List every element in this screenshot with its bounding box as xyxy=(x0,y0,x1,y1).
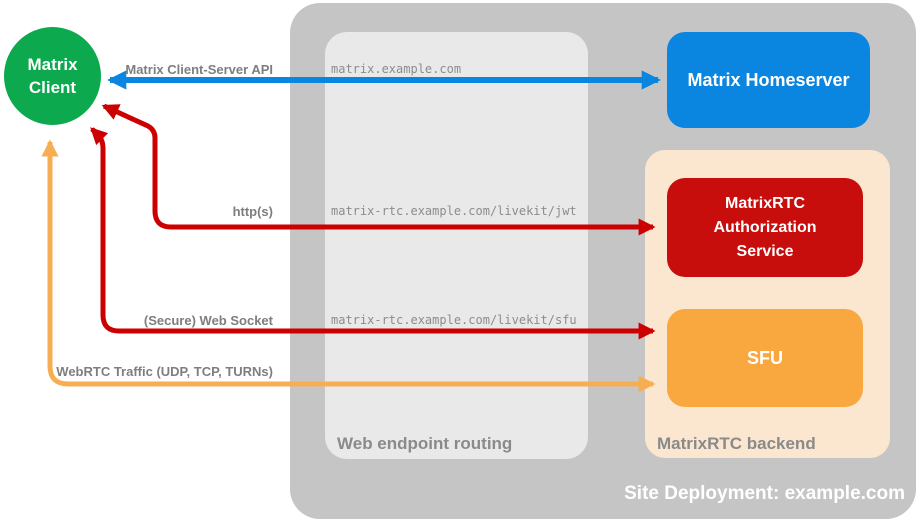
arrow-websocket-sfu xyxy=(90,127,656,340)
label-https: http(s) xyxy=(232,204,273,219)
matrixrtc-backend-caption: MatrixRTC backend xyxy=(657,434,816,453)
endpoint-livekit-sfu: matrix-rtc.example.com/livekit/sfu xyxy=(331,313,577,327)
matrixrtc-auth-service-label: MatrixRTC Authorization Service xyxy=(713,194,817,260)
web-endpoint-routing-caption: Web endpoint routing xyxy=(337,434,513,453)
label-websocket: (Secure) Web Socket xyxy=(143,313,273,328)
matrix-homeserver-label: Matrix Homeserver xyxy=(687,69,850,90)
matrixrtc-auth-service-node: MatrixRTC Authorization Service xyxy=(667,178,863,277)
matrix-homeserver-node: Matrix Homeserver xyxy=(667,32,870,128)
arrow-webrtc-traffic xyxy=(41,139,656,393)
label-webrtc-traffic: WebRTC Traffic (UDP, TCP, TURNs) xyxy=(56,364,273,379)
site-deployment-caption: Site Deployment: example.com xyxy=(624,483,905,504)
sfu-label: SFU xyxy=(747,347,783,368)
matrix-client-label-line2: Client xyxy=(28,78,77,97)
sfu-node: SFU xyxy=(667,309,863,407)
matrix-client-node: Matrix Client xyxy=(4,27,101,125)
matrix-client-label-line1: Matrix xyxy=(27,55,78,74)
endpoint-matrix-example-com: matrix.example.com xyxy=(331,62,462,76)
endpoint-livekit-jwt: matrix-rtc.example.com/livekit/jwt xyxy=(331,204,577,218)
label-client-server-api: Matrix Client-Server API xyxy=(125,62,273,77)
